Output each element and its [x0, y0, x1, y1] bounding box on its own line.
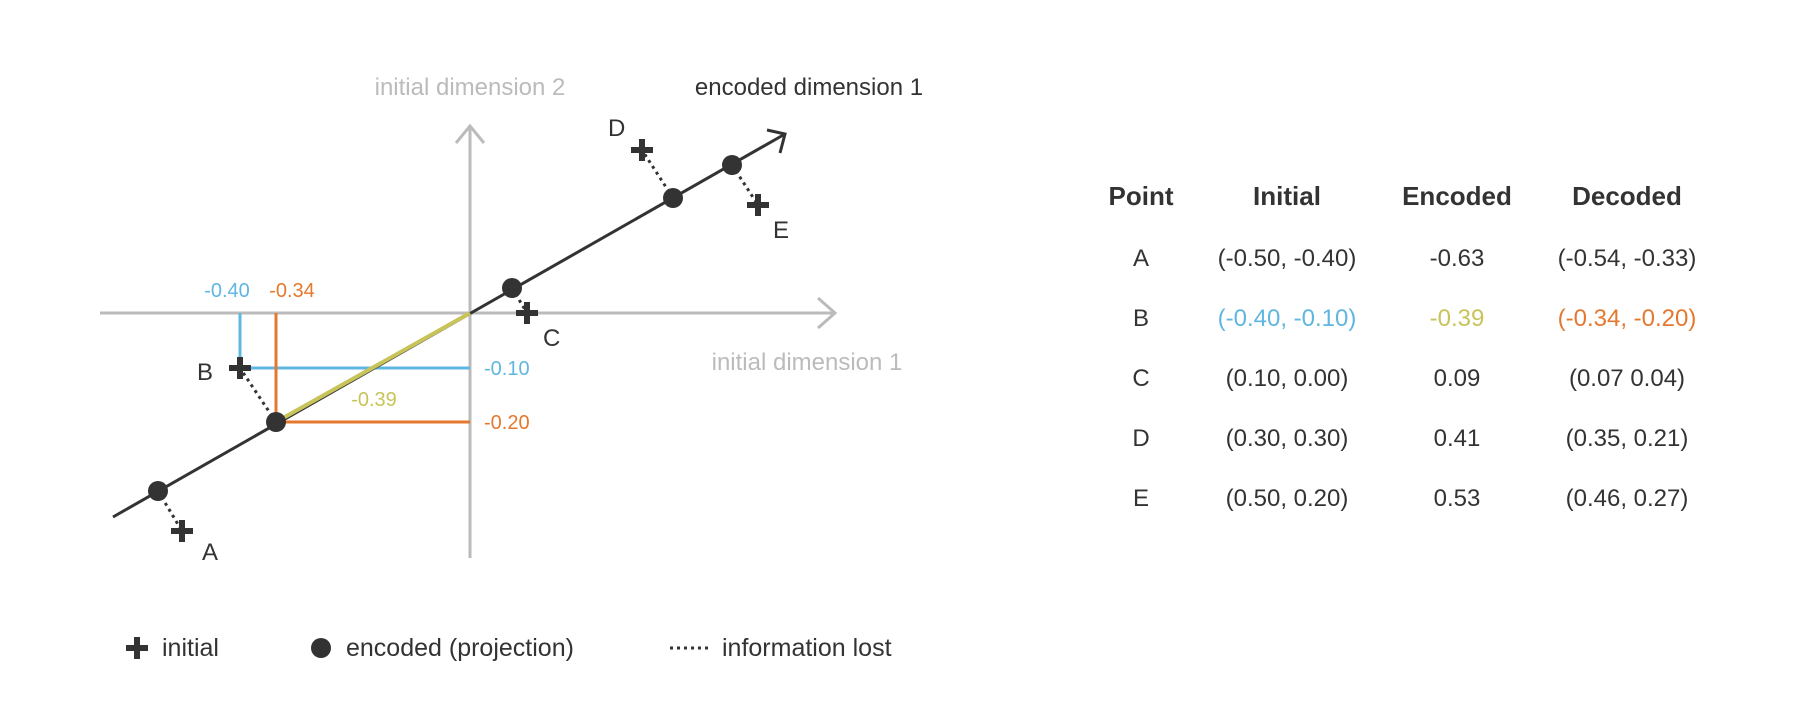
- cell-initial: (-0.50, -0.40): [1217, 245, 1357, 272]
- table-row: C (0.10, 0.00) 0.09 (0.07 0.04): [1090, 349, 1722, 409]
- encoded-dimension-1-label: encoded dimension 1: [695, 74, 923, 101]
- encoded-point-c: [502, 278, 522, 298]
- pca-diagram: A B C D E initial dimension 2 encoded di…: [100, 74, 923, 566]
- initial-point-a: [171, 520, 193, 542]
- header-point: Point: [1108, 180, 1174, 211]
- legend-item-initial: initial: [124, 628, 219, 668]
- header-decoded: Decoded: [1572, 180, 1682, 211]
- cell-decoded: (0.07 0.04): [1568, 365, 1686, 392]
- initial-dimension-2-label: initial dimension 2: [375, 74, 566, 101]
- b-initial-x-value: -0.40: [204, 280, 250, 302]
- cell-initial: (0.30, 0.30): [1225, 425, 1349, 452]
- cell-decoded: (0.46, 0.27): [1565, 485, 1689, 512]
- cell-encoded: 0.09: [1433, 365, 1481, 392]
- initial-point-d: [631, 139, 653, 161]
- b-encoded-value: -0.39: [351, 389, 397, 411]
- legend-item-lost: information lost: [668, 628, 892, 668]
- cell-encoded: -0.63: [1429, 245, 1485, 272]
- cell-decoded: (0.35, 0.21): [1565, 425, 1689, 452]
- table-row: D (0.30, 0.30) 0.41 (0.35, 0.21): [1090, 409, 1722, 469]
- header-encoded: Encoded: [1402, 180, 1512, 211]
- encoded-point-e: [722, 155, 742, 175]
- cell-decoded: (-0.34, -0.20): [1557, 305, 1697, 332]
- b-initial-y-value: -0.10: [484, 358, 530, 380]
- legend-encoded-label: encoded (projection): [346, 633, 574, 662]
- point-label-b: B: [197, 359, 213, 386]
- encoded-point-a: [148, 481, 168, 501]
- cell-initial: (0.10, 0.00): [1225, 365, 1349, 392]
- table-header-row: Point Initial Encoded Decoded: [1090, 163, 1722, 229]
- initial-point-e: [747, 194, 769, 216]
- values-table: Point Initial Encoded Decoded A (-0.50, …: [1090, 163, 1722, 529]
- cell-initial: (0.50, 0.20): [1225, 485, 1349, 512]
- dotted-line-icon: [670, 646, 708, 650]
- cell-point: A: [1132, 245, 1149, 272]
- initial-dimension-1-label: initial dimension 1: [712, 349, 903, 376]
- cell-encoded: -0.39: [1429, 305, 1485, 332]
- encoded-points: [148, 155, 742, 501]
- cell-encoded: 0.53: [1433, 485, 1481, 512]
- plus-icon: [126, 637, 148, 659]
- cell-point: B: [1132, 305, 1149, 332]
- dot-icon: [311, 638, 331, 658]
- encoded-point-d: [663, 188, 683, 208]
- encoded-point-b: [266, 412, 286, 432]
- initial-point-c: [516, 302, 538, 324]
- legend-item-encoded: encoded (projection): [308, 628, 574, 668]
- initial-dimension-2-arrowhead: [454, 123, 486, 144]
- b-encoded-segment: [275, 311, 471, 424]
- encoded-dimension-1-arrowhead: [766, 128, 787, 154]
- legend-initial-label: initial: [162, 633, 219, 662]
- values-table-container: Point Initial Encoded Decoded A (-0.50, …: [1090, 163, 1722, 529]
- point-label-a: A: [202, 539, 218, 566]
- legend-lost-label: information lost: [722, 633, 892, 662]
- cell-decoded: (-0.54, -0.33): [1557, 245, 1697, 272]
- cell-point: D: [1132, 425, 1150, 452]
- initial-point-b: [229, 357, 251, 379]
- lost-line-c: [510, 287, 529, 314]
- information-lost-lines: [156, 149, 760, 532]
- point-label-e: E: [773, 217, 789, 244]
- cell-point: E: [1132, 485, 1149, 512]
- initial-points: [171, 139, 769, 542]
- cell-encoded: 0.41: [1433, 425, 1481, 452]
- table-row: A (-0.50, -0.40) -0.63 (-0.54, -0.33): [1090, 229, 1722, 289]
- table-row: B (-0.40, -0.10) -0.39 (-0.34, -0.20): [1090, 289, 1722, 349]
- cell-initial: (-0.40, -0.10): [1217, 305, 1357, 332]
- b-decoded-x-value: -0.34: [269, 280, 315, 302]
- cell-point: C: [1132, 365, 1150, 392]
- point-label-d: D: [608, 115, 625, 142]
- table-row: E (0.50, 0.20) 0.53 (0.46, 0.27): [1090, 469, 1722, 529]
- b-decoded-y-value: -0.20: [484, 412, 530, 434]
- point-label-c: C: [543, 325, 560, 352]
- header-initial: Initial: [1253, 180, 1321, 211]
- initial-dimension-1-arrowhead: [817, 296, 838, 330]
